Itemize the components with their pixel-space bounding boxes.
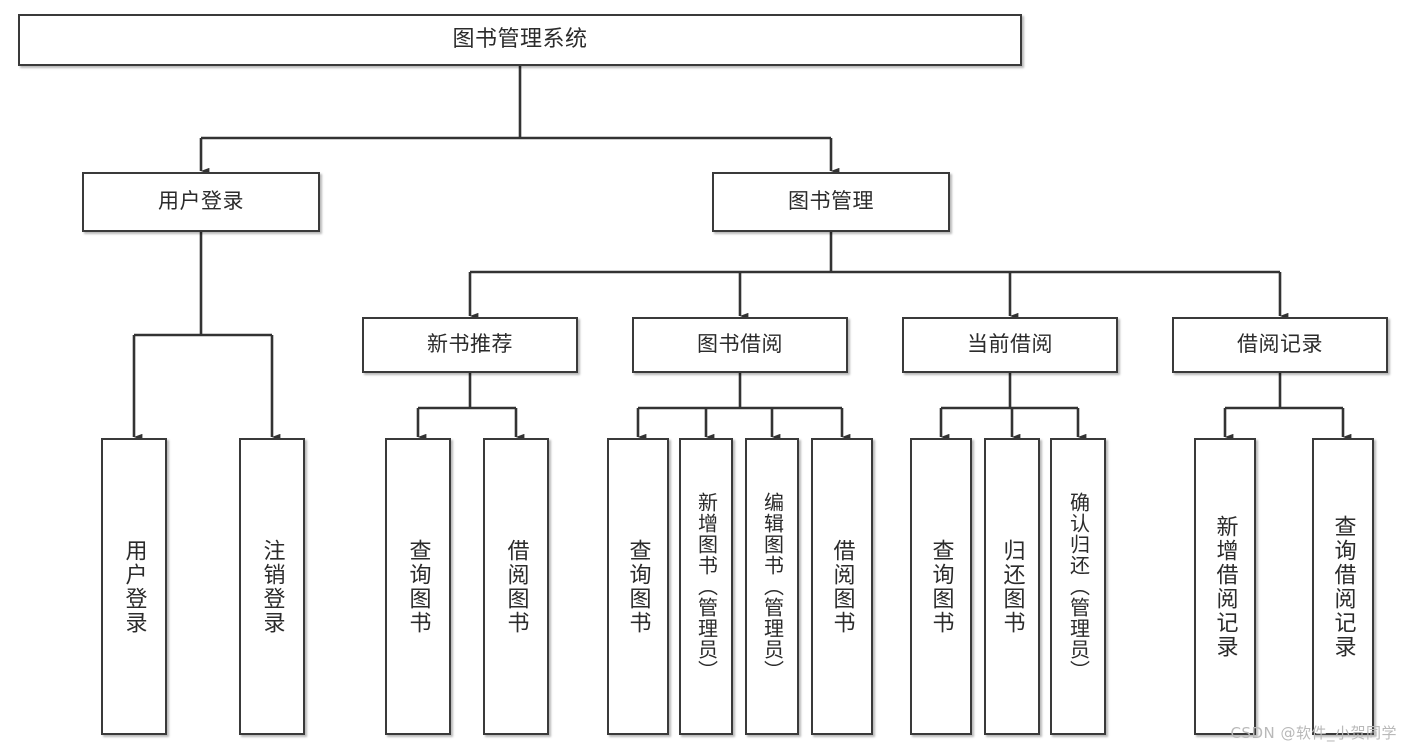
node-leaf-borrow-book-1-label: 借阅图书	[503, 538, 529, 635]
node-leaf-add-book-label: 新增图书（管理员）	[694, 492, 719, 681]
node-leaf-borrow-book-2[interactable]: 借阅图书	[811, 438, 873, 735]
node-current-borrow[interactable]: 当前借阅	[902, 317, 1118, 373]
node-leaf-add-book[interactable]: 新增图书（管理员）	[679, 438, 733, 735]
node-book-manage[interactable]: 图书管理	[712, 172, 950, 232]
node-leaf-edit-book-label: 编辑图书（管理员）	[760, 492, 785, 681]
node-book-manage-label: 图书管理	[788, 189, 874, 214]
node-book-borrow-label: 图书借阅	[697, 332, 783, 357]
node-leaf-user-logout-label: 注销登录	[259, 538, 285, 635]
node-leaf-user-login-label: 用户登录	[121, 538, 147, 635]
node-borrow-record[interactable]: 借阅记录	[1172, 317, 1388, 373]
node-root-label: 图书管理系统	[452, 26, 588, 52]
node-leaf-query-book-3[interactable]: 查询图书	[910, 438, 972, 735]
node-leaf-query-book-2-label: 查询图书	[625, 538, 651, 635]
node-leaf-return-book-label: 归还图书	[999, 538, 1025, 635]
node-leaf-borrow-book-2-label: 借阅图书	[829, 538, 855, 635]
node-leaf-query-record-label: 查询借阅记录	[1330, 514, 1356, 659]
node-leaf-user-logout[interactable]: 注销登录	[239, 438, 305, 735]
node-leaf-query-book-3-label: 查询图书	[928, 538, 954, 635]
node-user-login-label: 用户登录	[158, 189, 244, 214]
node-root[interactable]: 图书管理系统	[18, 14, 1022, 66]
node-leaf-confirm-return[interactable]: 确认归还（管理员）	[1050, 438, 1106, 735]
node-new-book-rec-label: 新书推荐	[427, 332, 513, 357]
node-leaf-return-book[interactable]: 归还图书	[984, 438, 1040, 735]
node-borrow-record-label: 借阅记录	[1237, 332, 1323, 357]
node-leaf-query-book-1-label: 查询图书	[405, 538, 431, 635]
node-book-borrow[interactable]: 图书借阅	[632, 317, 848, 373]
node-leaf-borrow-book-1[interactable]: 借阅图书	[483, 438, 549, 735]
node-leaf-edit-book[interactable]: 编辑图书（管理员）	[745, 438, 799, 735]
node-leaf-query-record[interactable]: 查询借阅记录	[1312, 438, 1374, 735]
node-leaf-query-book-1[interactable]: 查询图书	[385, 438, 451, 735]
node-new-book-rec[interactable]: 新书推荐	[362, 317, 578, 373]
node-leaf-confirm-return-label: 确认归还（管理员）	[1066, 492, 1091, 681]
node-leaf-add-record-label: 新增借阅记录	[1212, 514, 1238, 659]
node-leaf-query-book-2[interactable]: 查询图书	[607, 438, 669, 735]
node-current-borrow-label: 当前借阅	[967, 332, 1053, 357]
node-leaf-user-login[interactable]: 用户登录	[101, 438, 167, 735]
node-leaf-add-record[interactable]: 新增借阅记录	[1194, 438, 1256, 735]
node-user-login[interactable]: 用户登录	[82, 172, 320, 232]
csdn-watermark: CSDN @软件_小贺同学	[1230, 724, 1397, 742]
